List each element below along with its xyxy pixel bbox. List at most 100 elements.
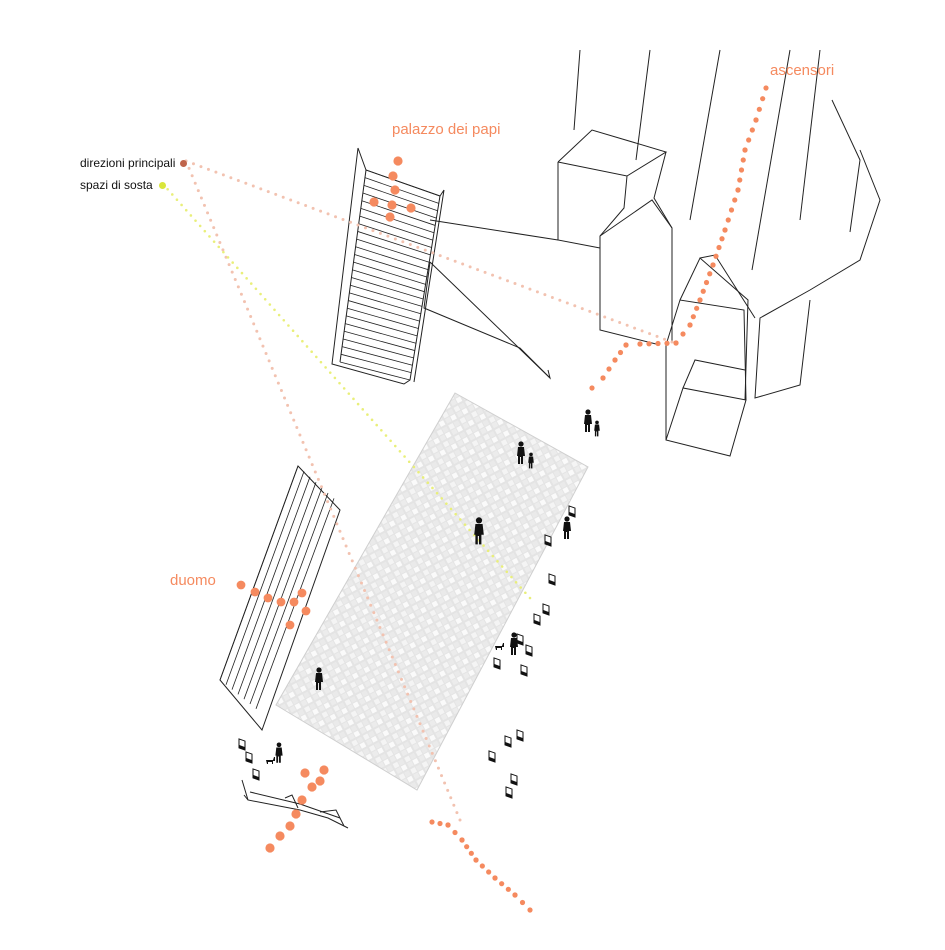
route-dot [664,340,670,346]
legend-dot-direzioni [180,160,187,167]
path-dot [199,196,203,200]
rest-path [161,182,532,600]
path-dot [196,189,200,193]
route-dot [492,875,498,881]
path-dot [289,411,293,415]
path-dot [393,237,397,241]
route-dot [519,899,526,906]
path-dot [268,303,272,306]
stair-step [349,292,421,315]
path-dot [393,663,397,667]
path-dot [431,486,434,490]
path-dot [206,167,210,171]
person-head [316,667,322,673]
route-dot [505,886,511,892]
bench-shadow [545,540,551,547]
bench-icon [510,773,518,786]
path-dot [506,279,510,283]
path-dot [445,502,448,505]
path-dot [417,470,420,474]
path-dot [384,434,388,437]
person-head [276,742,282,748]
stair-step [341,346,413,366]
route-dot [319,765,329,775]
path-dot [390,655,394,659]
bench-shadow [253,774,259,781]
path-dot [496,560,499,563]
direction-path [184,159,674,822]
path-dot [353,566,357,570]
bench-shadow [526,650,532,657]
path-dot [226,256,230,259]
stair-step [359,215,433,241]
path-dot [191,162,195,166]
path-dot [633,326,637,330]
path-dot [202,203,206,207]
path-dot [338,529,342,533]
stair-step [351,277,424,300]
path-dot [366,596,370,600]
path-dot [440,497,444,500]
route-dot [710,262,716,268]
bottom-bench [241,779,349,829]
stair-step [362,192,437,219]
path-dot [446,256,450,260]
bench-shadow [511,779,517,786]
dog-icon [495,643,504,650]
path-dot [190,174,194,178]
path-dot [221,173,225,177]
path-dot [380,429,383,432]
path-dot [565,301,569,305]
path-dot [236,285,240,289]
path-dot [170,193,174,196]
path-dot [203,229,207,233]
path-dot [301,339,304,343]
buildings [423,49,881,457]
path-dot [369,603,373,607]
route-dot [760,96,766,102]
path-dot [244,181,248,185]
path-dot [251,184,255,188]
stair-step [346,315,418,337]
path-dot [482,544,485,547]
path-dot [483,270,487,274]
path-dot [595,312,599,316]
palazzo-label: palazzo dei papi [392,121,501,138]
route-dot [385,212,395,222]
route-dot [437,820,443,827]
path-dot [436,766,440,770]
path-dot [378,625,382,629]
route-dot [369,197,379,207]
route-dot [756,106,762,112]
path-dot [640,329,644,333]
path-dot [648,332,652,336]
route-dot [738,167,745,173]
path-dot [510,575,513,579]
path-dot [386,234,390,238]
stair-step [348,300,420,322]
route-dot [725,217,731,223]
path-dot [449,507,453,511]
path-dot [212,226,216,230]
bench-icon [548,573,556,586]
path-dot [378,231,382,235]
route-dot [263,593,273,603]
route-dot [690,314,696,320]
bench-icon [520,664,528,677]
path-dot [224,255,228,259]
path-dot [426,481,430,485]
path-dot [550,295,554,299]
path-dot [389,439,392,443]
stair-step [345,323,417,344]
path-dot [670,340,674,344]
path-dot [371,229,375,233]
stair-step [352,269,425,293]
palazzo-stairs [331,147,445,385]
path-dot [403,455,406,458]
bench-shadow [543,609,549,616]
benches [238,505,576,799]
path-dot [187,166,191,170]
route-dot [512,892,518,898]
path-dot [603,315,607,319]
path-dot [292,418,296,422]
